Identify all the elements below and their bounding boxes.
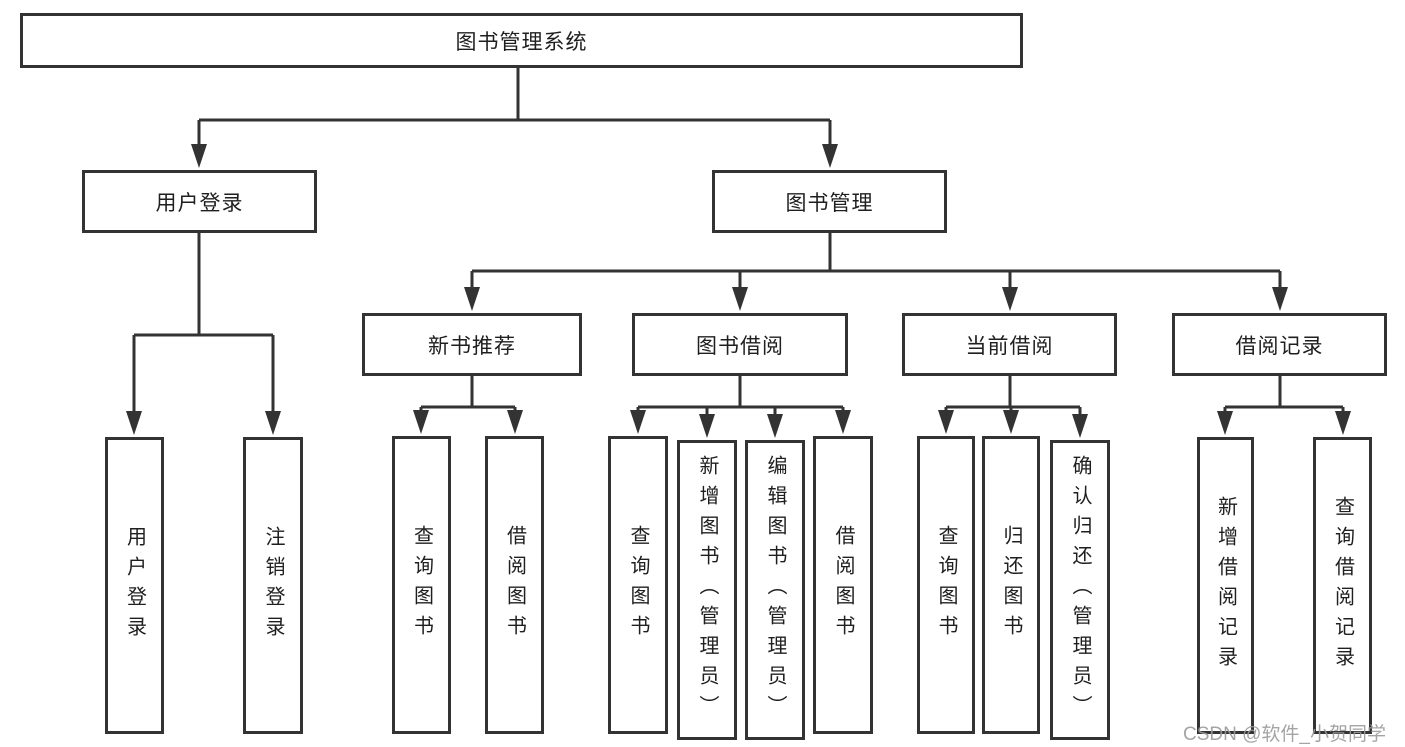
node-book-borrow: 图书借阅 <box>632 313 848 376</box>
leaf-query-books-borrow-label: 查询图书 <box>627 525 649 645</box>
leaf-logout: 注销登录 <box>243 437 303 734</box>
leaf-query-books-recommend: 查询图书 <box>392 436 451 734</box>
leaf-logout-label: 注销登录 <box>262 525 284 646</box>
node-new-book-recommend: 新书推荐 <box>362 313 582 376</box>
leaf-query-books-borrow: 查询图书 <box>608 436 668 734</box>
leaf-borrow-books-recommend: 借阅图书 <box>485 436 544 734</box>
node-book-management: 图书管理 <box>712 170 947 233</box>
node-user-login: 用户登录 <box>82 170 317 233</box>
node-library-system: 图书管理系统 <box>20 13 1023 68</box>
leaf-user-login: 用户登录 <box>105 437 164 734</box>
leaf-add-books-admin: 新增图书（管理员） <box>677 440 737 740</box>
leaf-add-books-admin-label: 新增图书（管理员） <box>696 455 718 725</box>
leaf-query-borrow-record: 查询借阅记录 <box>1313 437 1372 734</box>
leaf-query-borrow-record-label: 查询借阅记录 <box>1331 495 1354 676</box>
leaf-return-books: 归还图书 <box>982 436 1040 734</box>
node-current-borrow: 当前借阅 <box>902 313 1117 376</box>
leaf-edit-books-admin-label: 编辑图书（管理员） <box>764 455 786 725</box>
leaf-borrow-books-label: 借阅图书 <box>832 525 854 645</box>
leaf-user-login-label: 用户登录 <box>123 525 146 646</box>
node-borrow-records: 借阅记录 <box>1172 313 1387 376</box>
leaf-confirm-return-admin-label: 确认归还（管理员） <box>1069 455 1091 725</box>
leaf-add-borrow-record: 新增借阅记录 <box>1197 437 1254 734</box>
leaf-query-books-current: 查询图书 <box>917 436 975 734</box>
leaf-query-books-current-label: 查询图书 <box>935 525 957 645</box>
watermark-text: CSDN @软件_小贺同学 <box>1183 724 1386 745</box>
leaf-query-books-recommend-label: 查询图书 <box>410 525 433 645</box>
leaf-borrow-books-recommend-label: 借阅图书 <box>503 525 526 645</box>
leaf-borrow-books: 借阅图书 <box>813 436 873 734</box>
leaf-return-books-label: 归还图书 <box>1000 525 1022 645</box>
leaf-add-borrow-record-label: 新增借阅记录 <box>1214 495 1237 676</box>
leaf-edit-books-admin: 编辑图书（管理员） <box>745 440 805 740</box>
leaf-confirm-return-admin: 确认归还（管理员） <box>1050 440 1110 740</box>
connector-arrowheads <box>126 144 1351 438</box>
connector-shafts <box>132 68 1345 421</box>
